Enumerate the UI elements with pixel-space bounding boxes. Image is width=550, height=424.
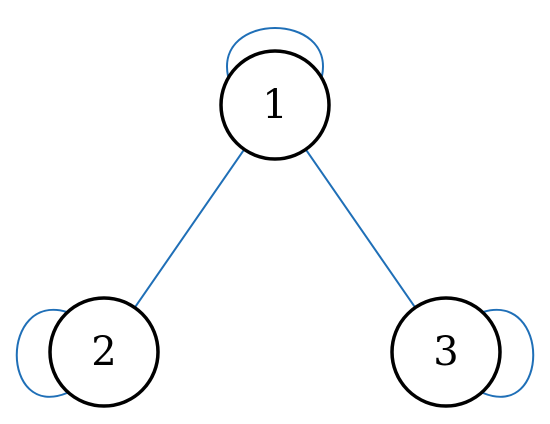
- edge-1-2: [134, 149, 245, 308]
- node-1-circle: [219, 49, 331, 161]
- node-1-label: 1: [262, 82, 287, 128]
- node-layer: 1 2 3: [48, 49, 502, 408]
- node-2-label: 2: [91, 329, 116, 375]
- self-loop-layer: [15, 27, 535, 398]
- node-3-label: 3: [433, 329, 458, 375]
- self-loop-1: [226, 27, 324, 77]
- node-3: 3: [390, 296, 502, 408]
- edge-layer: [134, 149, 416, 308]
- edge-1-3: [305, 149, 416, 308]
- self-loop-3: [482, 308, 535, 398]
- node-2: 2: [48, 296, 160, 408]
- self-loop-2: [15, 308, 68, 398]
- node-2-circle: [48, 296, 160, 408]
- node-1: 1: [219, 49, 331, 161]
- node-3-circle: [390, 296, 502, 408]
